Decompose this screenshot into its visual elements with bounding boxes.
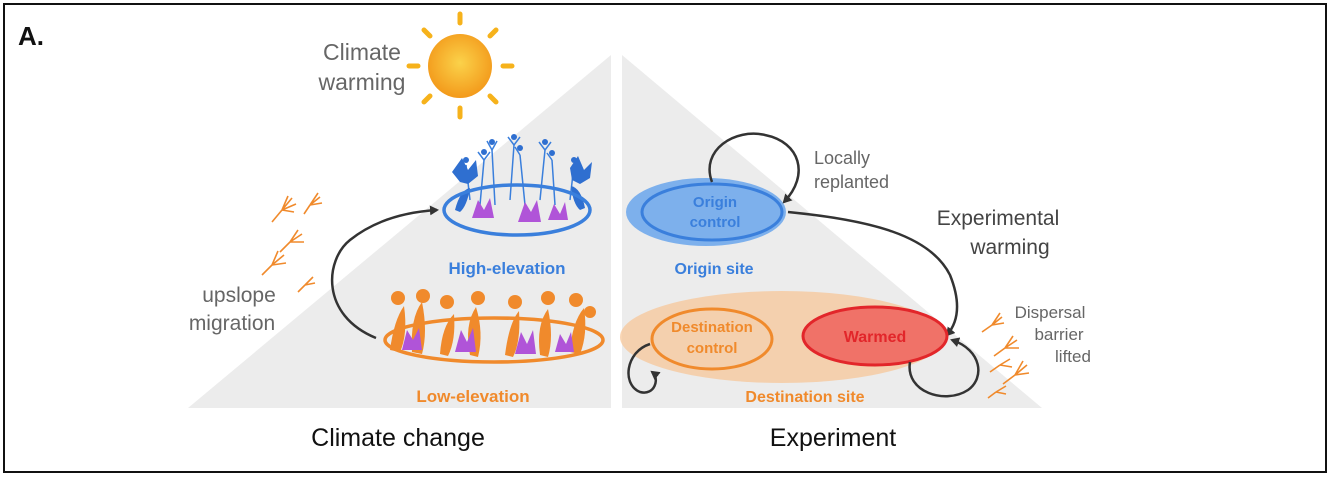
experimental-warming-line2: warming: [969, 236, 1049, 259]
flower-icon: [452, 158, 478, 184]
upslope-migration-line1: upslope: [202, 284, 276, 307]
origin-site-label: Origin site: [674, 261, 753, 278]
seed-icon-group-left: [261, 192, 323, 293]
flower-icon: [455, 188, 470, 212]
flower-icon: [518, 200, 541, 222]
low-elevation-community: [383, 289, 605, 364]
upslope-migration-line2: migration: [189, 312, 275, 335]
flower-icon: [541, 291, 555, 305]
high-elevation-purple-flowers: [472, 198, 568, 222]
high-elevation-flowers: [452, 134, 592, 212]
seed-icon: [271, 195, 297, 223]
high-elevation-ellipse: [442, 183, 592, 237]
locally-replanted-arrow: [708, 132, 800, 204]
dispersal-line1: Dispersal: [1015, 303, 1086, 322]
warmed-loop-arrow: [908, 337, 980, 398]
flower-icon: [515, 330, 536, 354]
seed-icon: [279, 229, 304, 253]
low-elevation-ellipse: [383, 316, 605, 364]
warmed-ellipse: [801, 305, 949, 367]
dispersal-line3: lifted: [1055, 347, 1091, 366]
destination-control-line1: Destination: [671, 319, 753, 336]
flower-icon: [508, 295, 522, 309]
destination-control-ellipse: [650, 307, 774, 371]
seed-icon: [303, 192, 323, 215]
experimental-warming-arrow: [787, 210, 959, 337]
flower-icon: [391, 291, 405, 305]
flower-icon: [402, 328, 422, 350]
experimental-warming-line1: Experimental: [937, 207, 1060, 230]
climate-warming-line1: Climate: [323, 39, 401, 65]
destination-site-label: Destination site: [745, 389, 864, 406]
flower-icon: [570, 156, 592, 184]
flower-icon: [555, 332, 574, 352]
flower-icon: [455, 328, 476, 352]
seed-icon: [981, 312, 1005, 333]
figure-frame: [3, 3, 1327, 473]
locally-replanted-line1: Locally: [814, 148, 870, 168]
high-elevation-label: High-elevation: [448, 259, 565, 278]
seed-icon: [297, 276, 316, 293]
climate-change-caption: Climate change: [311, 424, 485, 452]
seed-icon: [993, 335, 1019, 357]
origin-control-line2: control: [690, 214, 741, 231]
seed-icon: [1002, 360, 1030, 385]
destination-control-line2: control: [687, 340, 738, 357]
seed-icon: [261, 250, 287, 276]
origin-site-ellipse: [626, 178, 786, 246]
sun-icon: [406, 11, 515, 120]
low-elevation-flowers: [390, 289, 596, 357]
flower-icon: [548, 202, 568, 220]
flower-icon: [569, 293, 583, 307]
flower-icon: [471, 291, 485, 305]
destination-control-loop-arrow: [627, 342, 661, 394]
low-elevation-label: Low-elevation: [416, 387, 529, 406]
origin-control-ellipse: [640, 182, 784, 242]
seed-icon: [987, 385, 1007, 399]
origin-control-line1: Origin: [693, 194, 737, 211]
seed-icon: [989, 358, 1013, 373]
climate-warming-line2: warming: [318, 69, 406, 95]
flower-icon: [416, 289, 430, 303]
flower-icon: [440, 295, 454, 309]
high-elevation-community: [442, 134, 592, 237]
upslope-migration-arrow: [330, 205, 439, 340]
dispersal-line2: barrier: [1034, 325, 1083, 344]
high-elevation-stems: [465, 136, 575, 206]
experiment-caption: Experiment: [770, 424, 896, 452]
low-elevation-purple-flowers: [402, 328, 574, 354]
panel-label: A.: [18, 21, 44, 51]
flower-icon: [584, 306, 596, 318]
flower-icon: [472, 198, 494, 218]
right-panel: Origin control Origin site Locally repla…: [620, 55, 1091, 452]
seed-icon-group-right: [981, 312, 1030, 399]
warmed-label: Warmed: [844, 329, 907, 346]
left-panel: Climate warming Hig: [188, 11, 611, 452]
locally-replanted-line2: replanted: [814, 172, 889, 192]
